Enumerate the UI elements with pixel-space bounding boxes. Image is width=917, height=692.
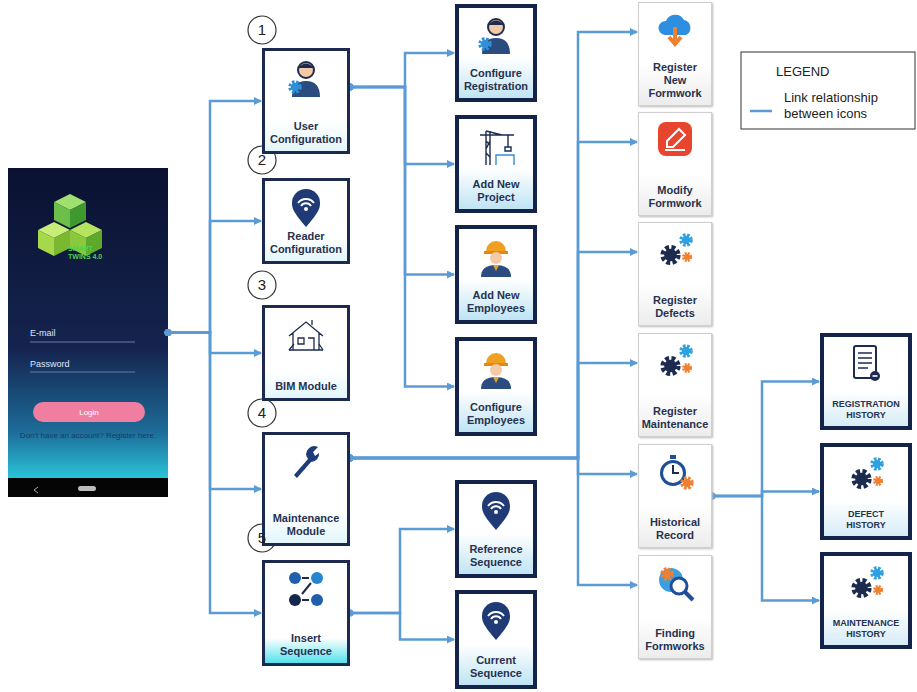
connector [350,53,454,87]
connector [350,142,637,458]
connector [712,496,819,601]
module-box: Historical Record [638,444,712,548]
icon [654,9,696,51]
box-label: BIM Module [275,380,337,393]
connector [350,613,454,640]
module-box: Add New Project [455,115,537,213]
module-box: Register Defects [638,222,712,326]
legend-title: LEGEND [776,64,829,79]
icon [475,125,517,167]
button-text: Login [79,408,99,417]
callout-number: 1 [252,21,272,39]
module-box: Register Maintenance [638,333,712,437]
icon [285,314,327,356]
legend-sample [750,110,772,113]
connector [712,382,819,497]
icon [475,347,517,389]
junction-dot [165,329,172,336]
box-label: Reader Configuration [269,230,343,256]
box-label: Add New Employees [463,289,529,315]
box-label: Register Maintenance [642,405,709,431]
icon [285,187,327,229]
box-label: Configure Registration [463,67,529,93]
connector [168,333,261,354]
box-label: Current Sequence [463,654,529,680]
module-box: Configure Registration [455,4,537,102]
icon [654,119,696,161]
icon [654,340,696,382]
box-label: Modify Formwork [643,184,707,210]
connector [168,333,261,614]
callout-number: 2 [252,151,272,169]
box-label: Insert Sequence [269,632,343,658]
module-box: Insert Sequence [262,560,350,666]
icon [285,569,327,611]
callout-number: 4 [252,404,272,422]
module-box: DEFECT HISTORY [820,443,912,540]
module-box: Configure Employees [455,337,537,436]
screen-text: Password [30,359,70,369]
login-screen: SMART TWINS 4.0E-mailPasswordDon't have … [8,168,168,497]
icon [654,451,696,493]
module-box: Reader Configuration [262,178,350,264]
connector [350,529,454,613]
connector [350,87,454,164]
box-label: DEFECT HISTORY [828,509,904,531]
module-box: REGISTRATION HISTORY [820,333,912,430]
icon [475,14,517,56]
icon [285,441,327,483]
callout-number: 3 [252,276,272,294]
module-box: User Configuration [262,48,350,154]
module-box: Maintenance Module [262,432,350,546]
junction-dot [165,329,172,336]
module-box: Register New Formwork [638,2,712,106]
box-label: User Configuration [269,120,343,146]
connector [168,101,261,333]
connector [350,458,637,474]
box-label: Add New Project [463,178,529,204]
legend-frame [741,52,915,129]
junction-dot [165,329,172,336]
icon [654,562,696,604]
icon [475,600,517,642]
screen-text: E-mail [30,328,56,338]
module-box: BIM Module [262,305,350,401]
junction-dot [165,329,172,336]
module-box: Add New Employees [455,225,537,324]
icon [475,490,517,532]
module-box: Reference Sequence [455,480,537,578]
module-box: Modify Formwork [638,112,712,216]
box-label: Maintenance Module [269,512,343,538]
box-label: Register Defects [643,294,707,320]
connector [168,333,261,490]
module-box: Current Sequence [455,590,537,689]
icon [845,562,887,604]
module-box: Finding Formworks [638,555,712,659]
icon [654,229,696,271]
box-label: Reference Sequence [463,543,529,569]
box-label: Configure Employees [463,401,529,427]
callout-number: 5 [252,529,272,547]
box-label: MAINTENANCE HISTORY [828,618,904,640]
junction-dot [165,329,172,336]
box-label: Finding Formworks [643,627,707,653]
icon [845,343,887,385]
screen-text: SMART TWINS 4.0 [68,245,110,261]
connector [350,87,454,275]
icon [845,453,887,495]
connector [350,87,454,387]
icon [475,235,517,277]
icon [285,57,327,99]
connector [350,458,637,585]
box-label: REGISTRATION HISTORY [828,399,904,421]
connector [168,221,261,333]
module-box: MAINTENANCE HISTORY [820,552,912,649]
login-button: Login [33,402,145,422]
box-label: Register New Formwork [643,61,707,100]
box-label: Historical Record [643,516,707,542]
screen-text: Don't have an account? Register here. [12,431,164,440]
legend-text: Link relationship between icons [784,90,908,122]
